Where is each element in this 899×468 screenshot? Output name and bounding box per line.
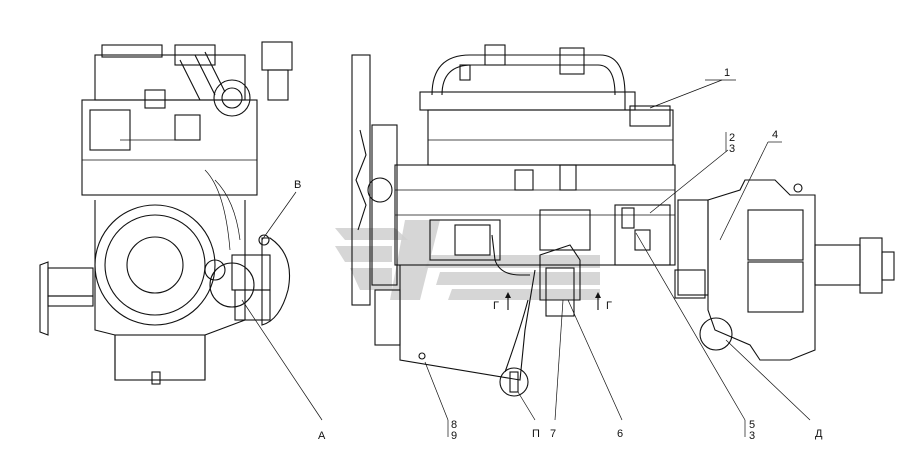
callout-b: В <box>294 179 301 191</box>
leader-lines <box>241 79 811 437</box>
callout-7: 7 <box>550 428 556 440</box>
callout-3-lower: 3 <box>749 430 755 442</box>
callout-g-left: Г <box>493 300 499 312</box>
callout-labels: 1 2 3 4 5 3 6 7 8 9 В А П Д Г Г <box>294 67 823 442</box>
callout-4: 4 <box>772 129 778 141</box>
callout-2: 2 <box>729 132 735 144</box>
callout-9: 9 <box>451 430 457 442</box>
callout-8: 8 <box>451 419 457 431</box>
callout-g-right: Г <box>606 300 612 312</box>
callout-p: П <box>532 428 540 440</box>
engine-front-view <box>39 41 293 385</box>
callout-5: 5 <box>749 419 755 431</box>
engine-side-view <box>351 44 895 397</box>
callout-a: А <box>318 430 326 442</box>
watermark-logo <box>335 220 600 300</box>
callout-3-upper: 3 <box>729 143 735 155</box>
callout-1: 1 <box>724 67 730 79</box>
callout-d: Д <box>815 428 823 440</box>
callout-6: 6 <box>617 428 623 440</box>
